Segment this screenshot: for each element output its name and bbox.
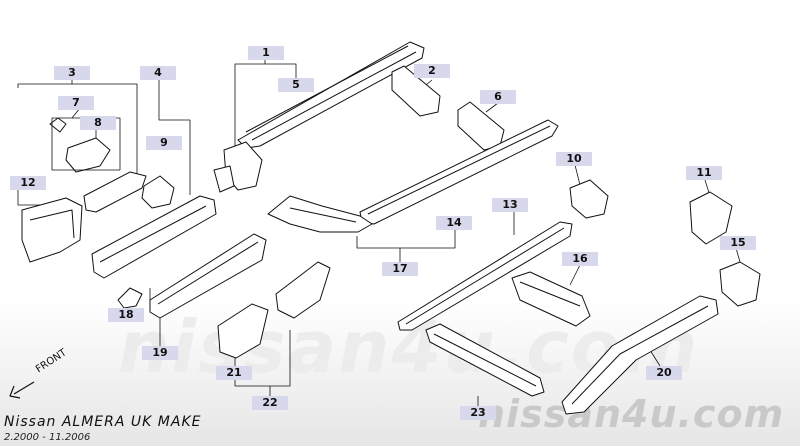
callout-7: 7 bbox=[58, 96, 94, 110]
part-9-bracket bbox=[141, 175, 175, 209]
part-7-clip bbox=[49, 117, 67, 133]
part-12-panel bbox=[21, 197, 83, 263]
part-20-rail bbox=[561, 295, 719, 415]
callout-18: 18 bbox=[108, 308, 144, 322]
callout-13: 13 bbox=[492, 198, 528, 212]
callout-22: 22 bbox=[252, 396, 288, 410]
callout-9: 9 bbox=[146, 136, 182, 150]
caption-dates: 2.2000 - 11.2006 bbox=[4, 432, 91, 443]
part-10-bracket bbox=[569, 179, 609, 219]
callout-6: 6 bbox=[480, 90, 516, 104]
watermark-corner: nissan4u.com bbox=[478, 392, 785, 436]
part-18-bracket bbox=[117, 287, 143, 309]
part-1-bracket bbox=[213, 141, 263, 193]
part-22-bracket bbox=[275, 261, 331, 319]
callout-12: 12 bbox=[10, 176, 46, 190]
callout-23: 23 bbox=[460, 406, 496, 420]
part-23-rail bbox=[425, 323, 545, 397]
callout-1: 1 bbox=[248, 46, 284, 60]
part-3-rail bbox=[83, 171, 147, 213]
callout-8: 8 bbox=[80, 116, 116, 130]
callout-2: 2 bbox=[414, 64, 450, 78]
part-14-rail bbox=[359, 119, 559, 225]
callout-5: 5 bbox=[278, 78, 314, 92]
callout-14: 14 bbox=[436, 216, 472, 230]
callout-16: 16 bbox=[562, 252, 598, 266]
part-21-panel bbox=[217, 303, 269, 359]
callout-21: 21 bbox=[216, 366, 252, 380]
part-6-bracket bbox=[457, 101, 505, 151]
part-4-rail bbox=[91, 195, 217, 279]
part-16-member bbox=[511, 271, 591, 327]
callout-20: 20 bbox=[646, 366, 682, 380]
caption-title: Nissan ALMERA UK MAKE bbox=[4, 414, 202, 430]
part-2-bracket bbox=[391, 65, 441, 117]
callout-4: 4 bbox=[140, 66, 176, 80]
part-13-rail bbox=[397, 221, 573, 331]
front-arrow-icon bbox=[9, 381, 35, 399]
callout-15: 15 bbox=[720, 236, 756, 250]
callout-10: 10 bbox=[556, 152, 592, 166]
part-19-rail bbox=[149, 233, 267, 319]
part-11-bracket bbox=[689, 191, 733, 245]
part-17-member bbox=[267, 195, 373, 233]
callout-17: 17 bbox=[382, 262, 418, 276]
part-15-bracket bbox=[719, 261, 761, 307]
box-3-frame bbox=[51, 117, 121, 171]
callout-3: 3 bbox=[54, 66, 90, 80]
leader-lines bbox=[17, 58, 741, 406]
callout-19: 19 bbox=[142, 346, 178, 360]
part-8-block bbox=[65, 137, 111, 173]
callout-11: 11 bbox=[686, 166, 722, 180]
